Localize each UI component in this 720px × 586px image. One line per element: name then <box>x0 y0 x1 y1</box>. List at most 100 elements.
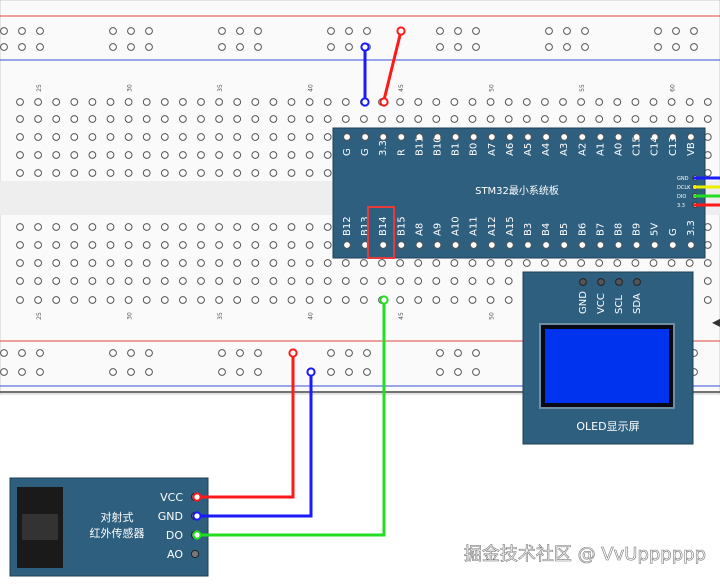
terminal-hole <box>287 296 296 304</box>
terminal-hole <box>468 296 477 304</box>
terminal-hole <box>197 133 205 141</box>
column-number-bottom: 30 <box>127 312 134 320</box>
stm32-top-pin-label: G <box>342 148 353 156</box>
oled-pin-hole <box>633 278 641 286</box>
stm32-bottom-pin-hole <box>343 241 351 249</box>
terminal-hole <box>269 133 278 141</box>
terminal-hole <box>251 169 260 177</box>
stm32-top-pin-label: A1 <box>595 143 606 156</box>
terminal-hole <box>160 259 169 267</box>
rail-hole <box>145 349 153 357</box>
terminal-hole <box>179 223 187 231</box>
terminal-hole <box>269 296 278 304</box>
terminal-hole <box>142 259 151 267</box>
rail-hole <box>254 27 262 35</box>
rail-hole <box>345 27 353 35</box>
terminal-hole <box>106 277 115 285</box>
rail-hole <box>454 27 462 35</box>
stm32-top-pin-hole <box>524 133 532 141</box>
stm32-top-pin-hole <box>506 133 514 141</box>
terminal-hole <box>649 259 658 267</box>
terminal-hole <box>70 241 79 249</box>
stm32-bottom-pin-label: B13 <box>360 216 371 236</box>
swd-pin-label: DCLK <box>677 185 691 191</box>
terminal-hole <box>16 115 24 123</box>
rail-hole <box>327 349 335 357</box>
rail-hole <box>0 349 8 357</box>
oled-pin-label: GND <box>578 291 589 314</box>
terminal-hole <box>88 115 97 123</box>
stm32-top-pin-hole <box>578 133 587 141</box>
stm32-bottom-pin-hole <box>650 241 659 249</box>
terminal-hole <box>414 98 423 106</box>
stm32-top-pin-label: C15 <box>632 136 643 156</box>
terminal-hole <box>287 169 296 177</box>
rail-hole <box>145 43 153 51</box>
terminal-hole <box>124 277 133 285</box>
oled-label: OLED显示屏 <box>576 420 639 433</box>
terminal-hole <box>251 277 260 285</box>
terminal-hole <box>124 115 133 123</box>
stm32-bottom-pin-label: B14 <box>378 216 389 236</box>
stm32-top-pin-hole <box>397 133 406 141</box>
rail-hole <box>109 43 117 51</box>
terminal-hole <box>414 115 423 123</box>
terminal-hole <box>432 259 441 267</box>
terminal-hole <box>142 277 151 285</box>
terminal-hole <box>70 115 79 123</box>
terminal-hole <box>233 241 242 249</box>
terminal-hole <box>179 151 187 159</box>
terminal-hole <box>52 259 61 267</box>
terminal-hole <box>450 259 459 267</box>
stm32-bottom-pin-hole <box>451 241 460 249</box>
terminal-hole <box>70 133 79 141</box>
rail-hole <box>690 43 698 51</box>
terminal-hole <box>124 169 133 177</box>
rail-hole <box>363 349 371 357</box>
stm32-bottom-pin-label: B5 <box>559 223 570 236</box>
terminal-hole <box>269 259 278 267</box>
oled-pin-hole <box>615 278 623 286</box>
terminal-hole <box>703 296 712 304</box>
terminal-hole <box>432 98 441 106</box>
terminal-hole <box>34 241 42 249</box>
terminal-hole <box>88 241 97 249</box>
terminal-hole <box>179 115 187 123</box>
terminal-hole <box>378 115 386 123</box>
terminal-hole <box>504 296 513 304</box>
oled-pin-label: SDA <box>632 293 643 314</box>
swd-pin-label: DIO <box>677 194 686 200</box>
terminal-hole <box>323 223 332 231</box>
column-number-bottom: 45 <box>398 312 405 320</box>
terminal-hole <box>450 277 459 285</box>
terminal-hole <box>34 115 42 123</box>
stm32-top-pin-label: A4 <box>541 143 552 156</box>
wire-endpoint <box>192 492 202 502</box>
stm32-top-pin-label: VB <box>686 142 697 156</box>
terminal-hole <box>52 277 61 285</box>
stm32-top-pin-label: R <box>396 149 407 156</box>
rail-hole <box>127 27 135 35</box>
terminal-hole <box>52 98 61 106</box>
terminal-hole <box>88 133 97 141</box>
rail-hole <box>545 43 553 51</box>
b14-highlight-box <box>367 206 395 259</box>
stm32-bottom-pin-label: B12 <box>342 216 353 236</box>
terminal-hole <box>179 259 187 267</box>
column-number-bottom: 25 <box>36 312 43 320</box>
column-number-top: 40 <box>308 84 315 92</box>
stm32-top-pin-label: G <box>360 148 371 156</box>
terminal-hole <box>323 115 332 123</box>
oled-pin-hole <box>597 278 605 286</box>
stm32-bottom-pin-hole <box>524 241 532 249</box>
wire-endpoint <box>379 295 389 305</box>
wire-sensor-gnd <box>197 372 313 518</box>
rail-hole <box>236 349 244 357</box>
rail-hole <box>345 368 353 376</box>
stm32-bottom-pin-hole <box>614 241 623 249</box>
stm32-bottom-pin-hole <box>668 241 677 249</box>
stm32-bottom-pin-label: B6 <box>577 223 588 236</box>
